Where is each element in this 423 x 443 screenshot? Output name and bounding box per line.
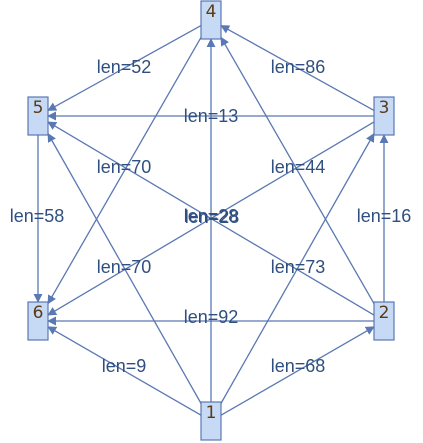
edge-1-to-2 <box>220 326 375 416</box>
node-label-1: 1 <box>206 403 217 423</box>
edge-4-to-5 <box>47 24 202 112</box>
node-label-3: 3 <box>379 98 390 118</box>
edge-label-4-6: len=70 <box>97 157 152 177</box>
edge-label-1-4: len=28 <box>184 206 239 226</box>
node-box-5 <box>27 96 49 136</box>
node-box-4 <box>200 0 222 40</box>
edge-label-1-2: len=68 <box>271 356 326 376</box>
node-4: 4 <box>200 0 222 40</box>
node-label-5: 5 <box>33 98 44 118</box>
node-1: 1 <box>200 401 222 441</box>
edge-2-to-4 <box>220 36 375 304</box>
edge-label-2-5: len=44 <box>271 157 326 177</box>
edge-1-to-5 <box>47 132 202 404</box>
overlapped-edge-label: len=28 <box>185 207 240 227</box>
node-box-3 <box>373 96 395 136</box>
edge-label-3-6: len=70 <box>97 257 152 277</box>
edge-3-to-4 <box>220 24 375 112</box>
edge-label-2-6: len=92 <box>184 307 239 327</box>
nodes-layer: 1 2 3 4 5 6 <box>27 0 395 441</box>
edge-label-3-5: len=13 <box>184 106 239 126</box>
node-box-6 <box>27 301 49 341</box>
node-label-2: 2 <box>379 303 390 323</box>
edges-layer <box>33 24 389 416</box>
edge-label-5-6: len=58 <box>10 206 65 226</box>
edge-1-to-6 <box>47 326 202 416</box>
node-5: 5 <box>27 96 49 136</box>
node-label-4: 4 <box>206 2 217 22</box>
node-label-6: 6 <box>33 303 44 323</box>
edge-label-4-5: len=52 <box>97 57 152 77</box>
edge-1-to-3 <box>220 132 375 404</box>
node-3: 3 <box>373 96 395 136</box>
node-6: 6 <box>27 301 49 341</box>
edge-label-2-3: len=16 <box>357 206 412 226</box>
node-box-2 <box>373 301 395 341</box>
edge-4-to-6 <box>47 37 202 305</box>
node-2: 2 <box>373 301 395 341</box>
node-box-1 <box>200 401 222 441</box>
edge-labels-layer: len=52 len=86 len=13 len=70 len=44 len=58 len=… <box>10 57 412 376</box>
edge-label-1-6: len=9 <box>102 356 147 376</box>
edge-label-2-4: len=73 <box>271 257 326 277</box>
edge-3-to-6 <box>47 121 375 316</box>
edge-label-3-4: len=86 <box>271 57 326 77</box>
